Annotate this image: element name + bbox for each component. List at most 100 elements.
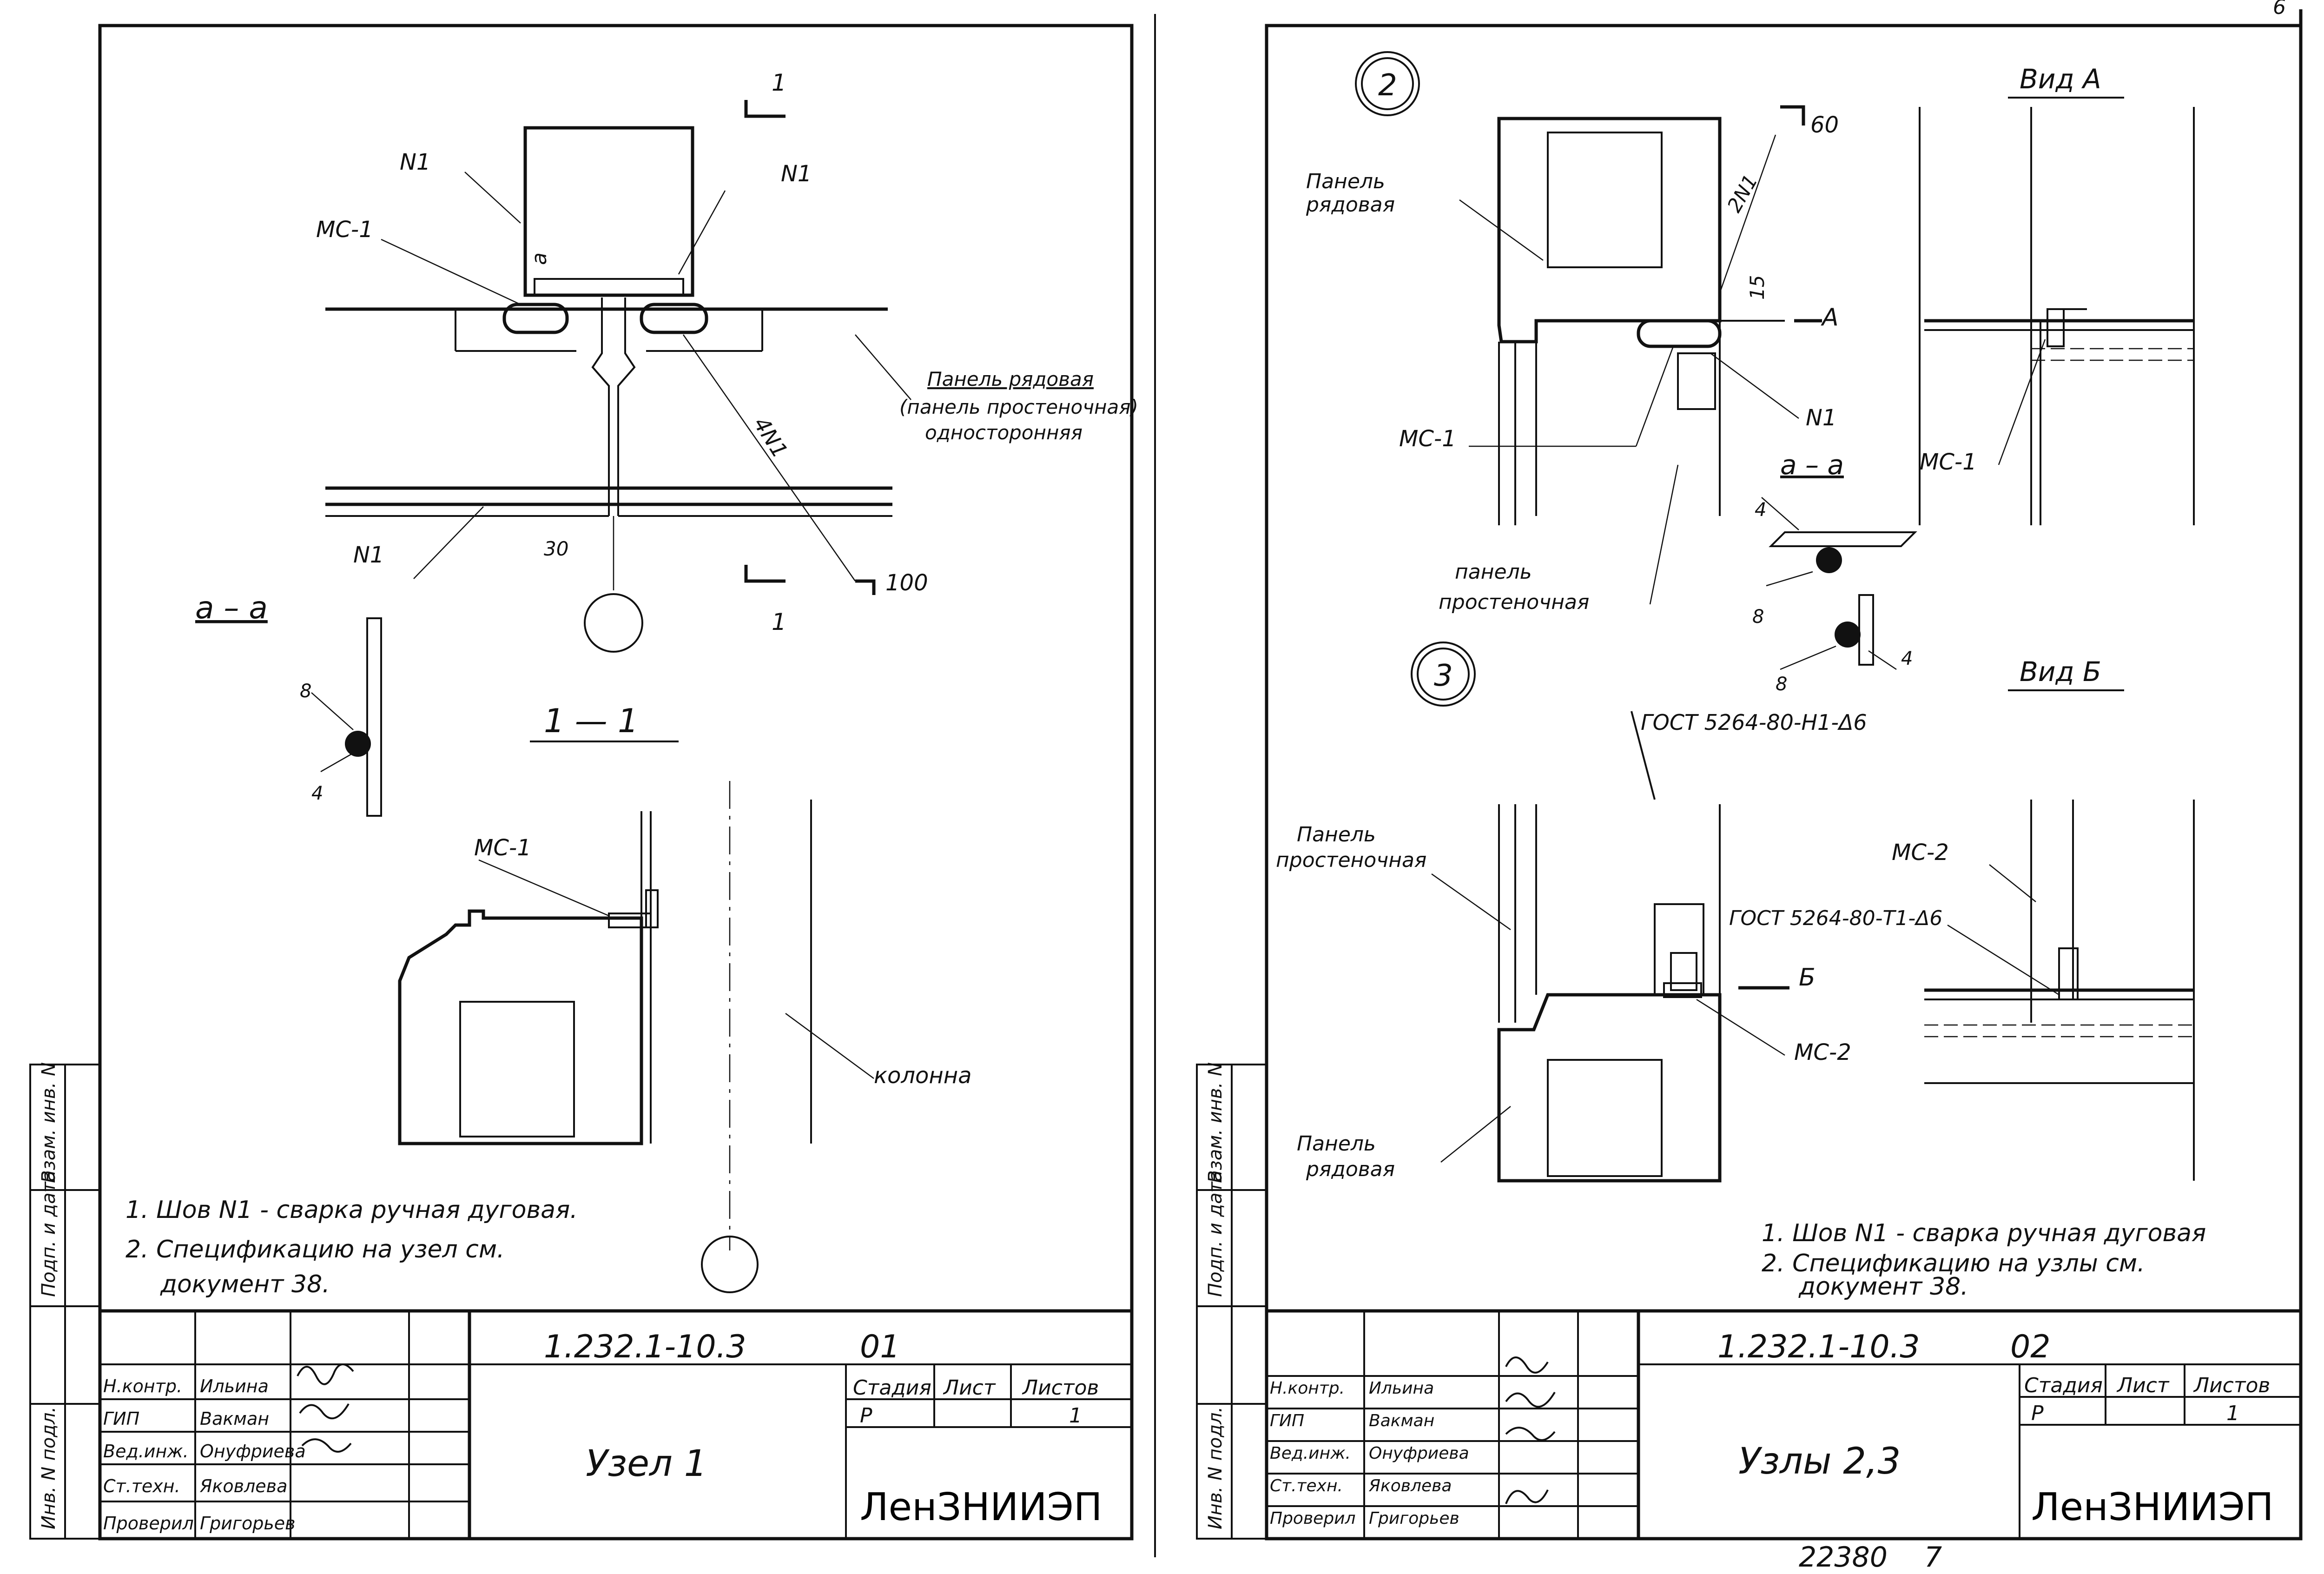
stage-header-02: Стадия xyxy=(2024,1374,2103,1397)
label-a-top: а xyxy=(528,252,551,265)
sheet-01: Взам. инв. N Подп. и дата Инв. N подл. xyxy=(29,24,1138,1541)
node3-detail: 3 ГОСТ 5264-80-Н1-Δ6 Б МС-2 Панель прост… xyxy=(1276,642,1867,1183)
label-panel-pier: (панель простеночная) xyxy=(899,396,1138,418)
label-section-11: 1 — 1 xyxy=(544,702,639,740)
label-2n1: 2N1 xyxy=(1723,171,1762,216)
stage-header-01: Стадия xyxy=(853,1376,931,1400)
label-panel-row-2: рядовая xyxy=(1306,193,1395,217)
dim-100: 100 xyxy=(885,570,928,596)
label-panel-pier2-2: простеночная xyxy=(1276,848,1426,872)
dim-60: 60 xyxy=(1810,112,1839,138)
dim-15: 15 xyxy=(1746,275,1769,300)
name-4-01: Яковлева xyxy=(199,1476,287,1496)
stamp-podp-2: Подп. и дата xyxy=(1205,1171,1226,1297)
name-1-02: Ильина xyxy=(1369,1379,1434,1398)
node3-number: 3 xyxy=(1434,659,1453,693)
label-panel-row-1: Панель xyxy=(1306,170,1385,193)
label-mc1-section: МС-1 xyxy=(474,835,531,861)
org-02: ЛенЗНИИЭП xyxy=(2031,1485,2274,1529)
notes-sheet-02: 1. Шов N1 - сварка ручная дуговая 2. Спе… xyxy=(1762,1219,2206,1301)
section-mark-bottom: 1 xyxy=(772,608,786,635)
node2-number: 2 xyxy=(1378,68,1397,103)
note-3-02: документ 38. xyxy=(1798,1273,1968,1301)
node1-section-11: 1 — 1 МС-1 колонна xyxy=(398,702,972,1293)
name-2-01: Вакман xyxy=(200,1409,269,1429)
dim-8-left: 8 xyxy=(300,681,311,702)
org-01: ЛенЗНИИЭП xyxy=(860,1485,1103,1529)
node2-section-aa: а – а 4 8 8 4 xyxy=(1752,449,1917,695)
node1-section-aa: а – а 8 4 xyxy=(195,590,382,817)
dim-8-aa2: 8 xyxy=(1752,606,1764,628)
label-panel-row2-1: Панель xyxy=(1297,1132,1376,1156)
label-panel-pier-2: простеночная xyxy=(1439,590,1589,614)
page-number: 6 xyxy=(2273,0,2286,19)
dim-4-left: 4 xyxy=(311,783,323,804)
label-mc1-view-a: МС-1 xyxy=(1920,449,1977,475)
signature-01 xyxy=(297,1363,354,1453)
label-mc1-top: МС-1 xyxy=(316,217,373,243)
role-1-01: Н.контр. xyxy=(103,1376,182,1396)
sheet-no-02: 02 xyxy=(2010,1329,2051,1365)
label-mc2-view-b: МС-2 xyxy=(1892,840,1949,866)
label-mc2-node3: МС-2 xyxy=(1794,1039,1851,1065)
dim-4b-aa2: 4 xyxy=(1901,648,1913,669)
role-5-02: Проверил xyxy=(1270,1509,1356,1528)
stage-02: Р xyxy=(2031,1402,2044,1425)
label-n1-node2: N1 xyxy=(1806,405,1836,431)
doc-code-02: 1.232.1-10.3 xyxy=(1717,1329,1920,1365)
label-column: колонна xyxy=(874,1063,972,1089)
title-02: Узлы 2,3 xyxy=(1738,1441,1901,1482)
node2-detail: 2 А 60 15 2N1 N1 МС-1 Панель рядо xyxy=(1306,51,1839,614)
label-n1-bottom: N1 xyxy=(353,542,384,568)
label-view-a: Вид А xyxy=(2020,63,2101,95)
title-block-02: 1.232.1-10.3 02 Узлы 2,3 Стадия Лист Лис… xyxy=(1267,1309,2301,1539)
stamp-zam-2: Взам. инв. N xyxy=(1205,1062,1226,1183)
sheet-no-01: 01 xyxy=(860,1329,900,1365)
title-block-01: 1.232.1-10.3 01 Узел 1 Стадия Лист Листо… xyxy=(100,1309,1132,1539)
sheets-header-02: Листов xyxy=(2193,1374,2270,1397)
label-section-aa-2: а – а xyxy=(1780,449,1844,481)
stamp-inv-2: Инв. N подл. xyxy=(1205,1407,1226,1529)
name-1-01: Ильина xyxy=(200,1376,269,1396)
name-2-02: Вакман xyxy=(1369,1411,1434,1430)
role-2-01: ГИП xyxy=(103,1409,139,1429)
note-3: документ 38. xyxy=(160,1270,330,1298)
role-2-02: ГИП xyxy=(1270,1411,1304,1430)
stamp-podp: Подп. и дата xyxy=(38,1171,59,1297)
archive-page: 7 xyxy=(1924,1541,1942,1574)
arrow-b: Б xyxy=(1799,964,1816,992)
stamp-inv: Инв. N подл. xyxy=(38,1407,59,1529)
dim-4-aa2: 4 xyxy=(1755,499,1766,521)
role-5-01: Проверил xyxy=(103,1513,194,1534)
side-stamp-right: Взам. инв. N Подп. и дата Инв. N подл. xyxy=(1196,1062,1268,1540)
label-section-aa: а – а xyxy=(195,590,268,626)
label-panel-pier-1: панель xyxy=(1455,560,1532,584)
name-3-01: Онуфриева xyxy=(200,1441,306,1462)
name-5-01: Григорьев xyxy=(200,1513,296,1534)
role-1-02: Н.контр. xyxy=(1270,1379,1345,1398)
role-4-01: Ст.техн. xyxy=(103,1476,180,1496)
name-4-02: Яковлева xyxy=(1368,1476,1452,1495)
note-2-02: 2. Спецификацию на узлы см. xyxy=(1762,1250,2145,1277)
note-1-02: 1. Шов N1 - сварка ручная дуговая xyxy=(1762,1219,2206,1247)
label-panel-one-sided: односторонняя xyxy=(925,421,1083,444)
signature-02 xyxy=(1505,1356,1556,1504)
section-mark-top: 1 xyxy=(772,69,786,96)
sheets-total-01: 1 xyxy=(1069,1404,1082,1428)
gost-2: ГОСТ 5264-80-Т1-Δ6 xyxy=(1729,906,1942,930)
role-3-02: Вед.инж. xyxy=(1270,1444,1351,1463)
sheet-header-01: Лист xyxy=(943,1376,996,1400)
stamp-zam: Взам. инв. N xyxy=(38,1062,59,1183)
label-view-b: Вид Б xyxy=(2020,656,2101,688)
label-mc1-node2: МС-1 xyxy=(1399,426,1456,452)
notes-sheet-01: 1. Шов N1 - сварка ручная дуговая. 2. Сп… xyxy=(125,1196,578,1298)
view-b: Вид Б ГОСТ 5264-80-Т1-Δ6 МС-2 xyxy=(1729,656,2195,1181)
dim-8b-aa2: 8 xyxy=(1776,674,1787,695)
arrow-a: А xyxy=(1821,304,1839,331)
stage-01: Р xyxy=(860,1404,872,1428)
note-1: 1. Шов N1 - сварка ручная дуговая. xyxy=(125,1196,578,1224)
archive-number: 22380 xyxy=(1799,1541,1888,1574)
gost-1: ГОСТ 5264-80-Н1-Δ6 xyxy=(1641,710,1867,735)
name-3-02: Онуфриева xyxy=(1369,1444,1469,1463)
